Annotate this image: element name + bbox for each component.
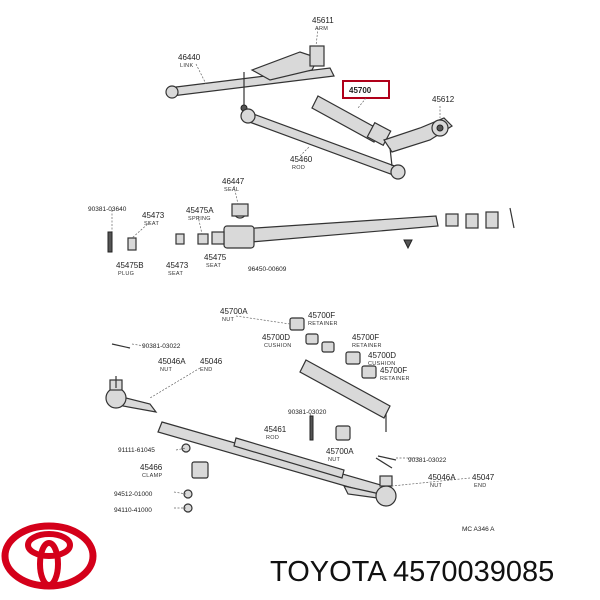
callout-c30-number: 45046A [428,473,456,482]
callout-c33-number: 94110-41000 [114,507,152,514]
callout-c31-name: END [474,483,487,489]
callout-c1-number: 45611 [312,16,334,25]
callout-c27-number: 45700A [326,447,354,456]
callout-c1-name: ARM [315,26,328,32]
callout-c28-number: 90381-03022 [408,457,447,464]
callout-c18-number: 45700F [352,333,379,342]
callout-c15-number: 45700A [220,307,248,316]
callout-c29-number: 45466 [140,463,163,472]
callout-c15-name: NUT [222,317,235,323]
callout-c12-number: 45473 [166,261,189,270]
callout-c2-number: 46440 [178,53,201,62]
callout-c8-name: SEAT [144,221,159,227]
callout-c20-number: 45700F [380,366,407,375]
toyota-logo [1,522,97,590]
callout-c17-name: CUSHION [264,343,291,349]
leader-lines [111,27,471,509]
callout-c32-number: 94512-01000 [114,491,153,498]
callout-c4-number: 45612 [432,95,455,104]
callout-c19-number: 45700D [368,351,396,360]
figure-code: MC A346 A [462,526,495,533]
callout-c14-number: 96450-00609 [248,266,287,273]
callout-c2-name: LINK [180,63,193,69]
callout-c23-name: END [200,367,213,373]
callout-c25-number: 45461 [264,425,287,434]
callout-c16-name: RETAINER [308,321,338,327]
middle-assembly [107,203,515,253]
callout-labels: 45611 ARM 46440 LINK 45700 45612 45460 R… [88,16,495,533]
callout-c23-number: 45046 [200,357,223,366]
callout-c9-name: SPRING [188,216,211,222]
callout-c20-name: RETAINER [380,376,410,382]
callout-c26-number: 91111-61045 [118,447,155,454]
callout-c8-number: 45473 [142,211,165,220]
callout-c5-name: ROD [292,165,305,171]
callout-c16-number: 45700F [308,311,335,320]
callout-c22-name: NUT [160,367,173,373]
callout-c9-number: 45475A [186,206,214,215]
lower-assembly [105,317,397,513]
callout-c17-number: 45700D [262,333,290,342]
callout-c13-number: 45475 [204,253,227,262]
callout-c31-number: 45047 [472,473,495,482]
callout-c12-name: SEAT [168,271,183,277]
brand-part-number: TOYOTA 4570039085 [270,556,555,588]
callout-c27-name: NUT [328,457,341,463]
callout-c6-number: 46447 [222,177,245,186]
callout-c19-name: CUSHION [368,361,395,367]
callout-c5-number: 45460 [290,155,313,164]
callout-c6-name: SEAL [224,187,239,193]
callout-c13-name: SEAT [206,263,221,269]
callout-c11-name: PLUG [118,271,134,277]
callout-c11-number: 45475B [116,261,144,270]
callout-c22-number: 45046A [158,357,186,366]
callout-c30-name: NUT [430,483,443,489]
top-assembly [165,45,453,180]
callout-c21-number: 90381-03022 [142,343,181,350]
callout-c24-number: 90381-03020 [288,409,327,416]
callout-c29-name: CLAMP [142,473,162,479]
callout-c25-name: ROD [266,435,279,441]
callout-c18-name: RETAINER [352,343,382,349]
callout-c7-number: 90381-03640 [88,206,127,213]
callout-c3-number: 45700 [349,86,372,95]
